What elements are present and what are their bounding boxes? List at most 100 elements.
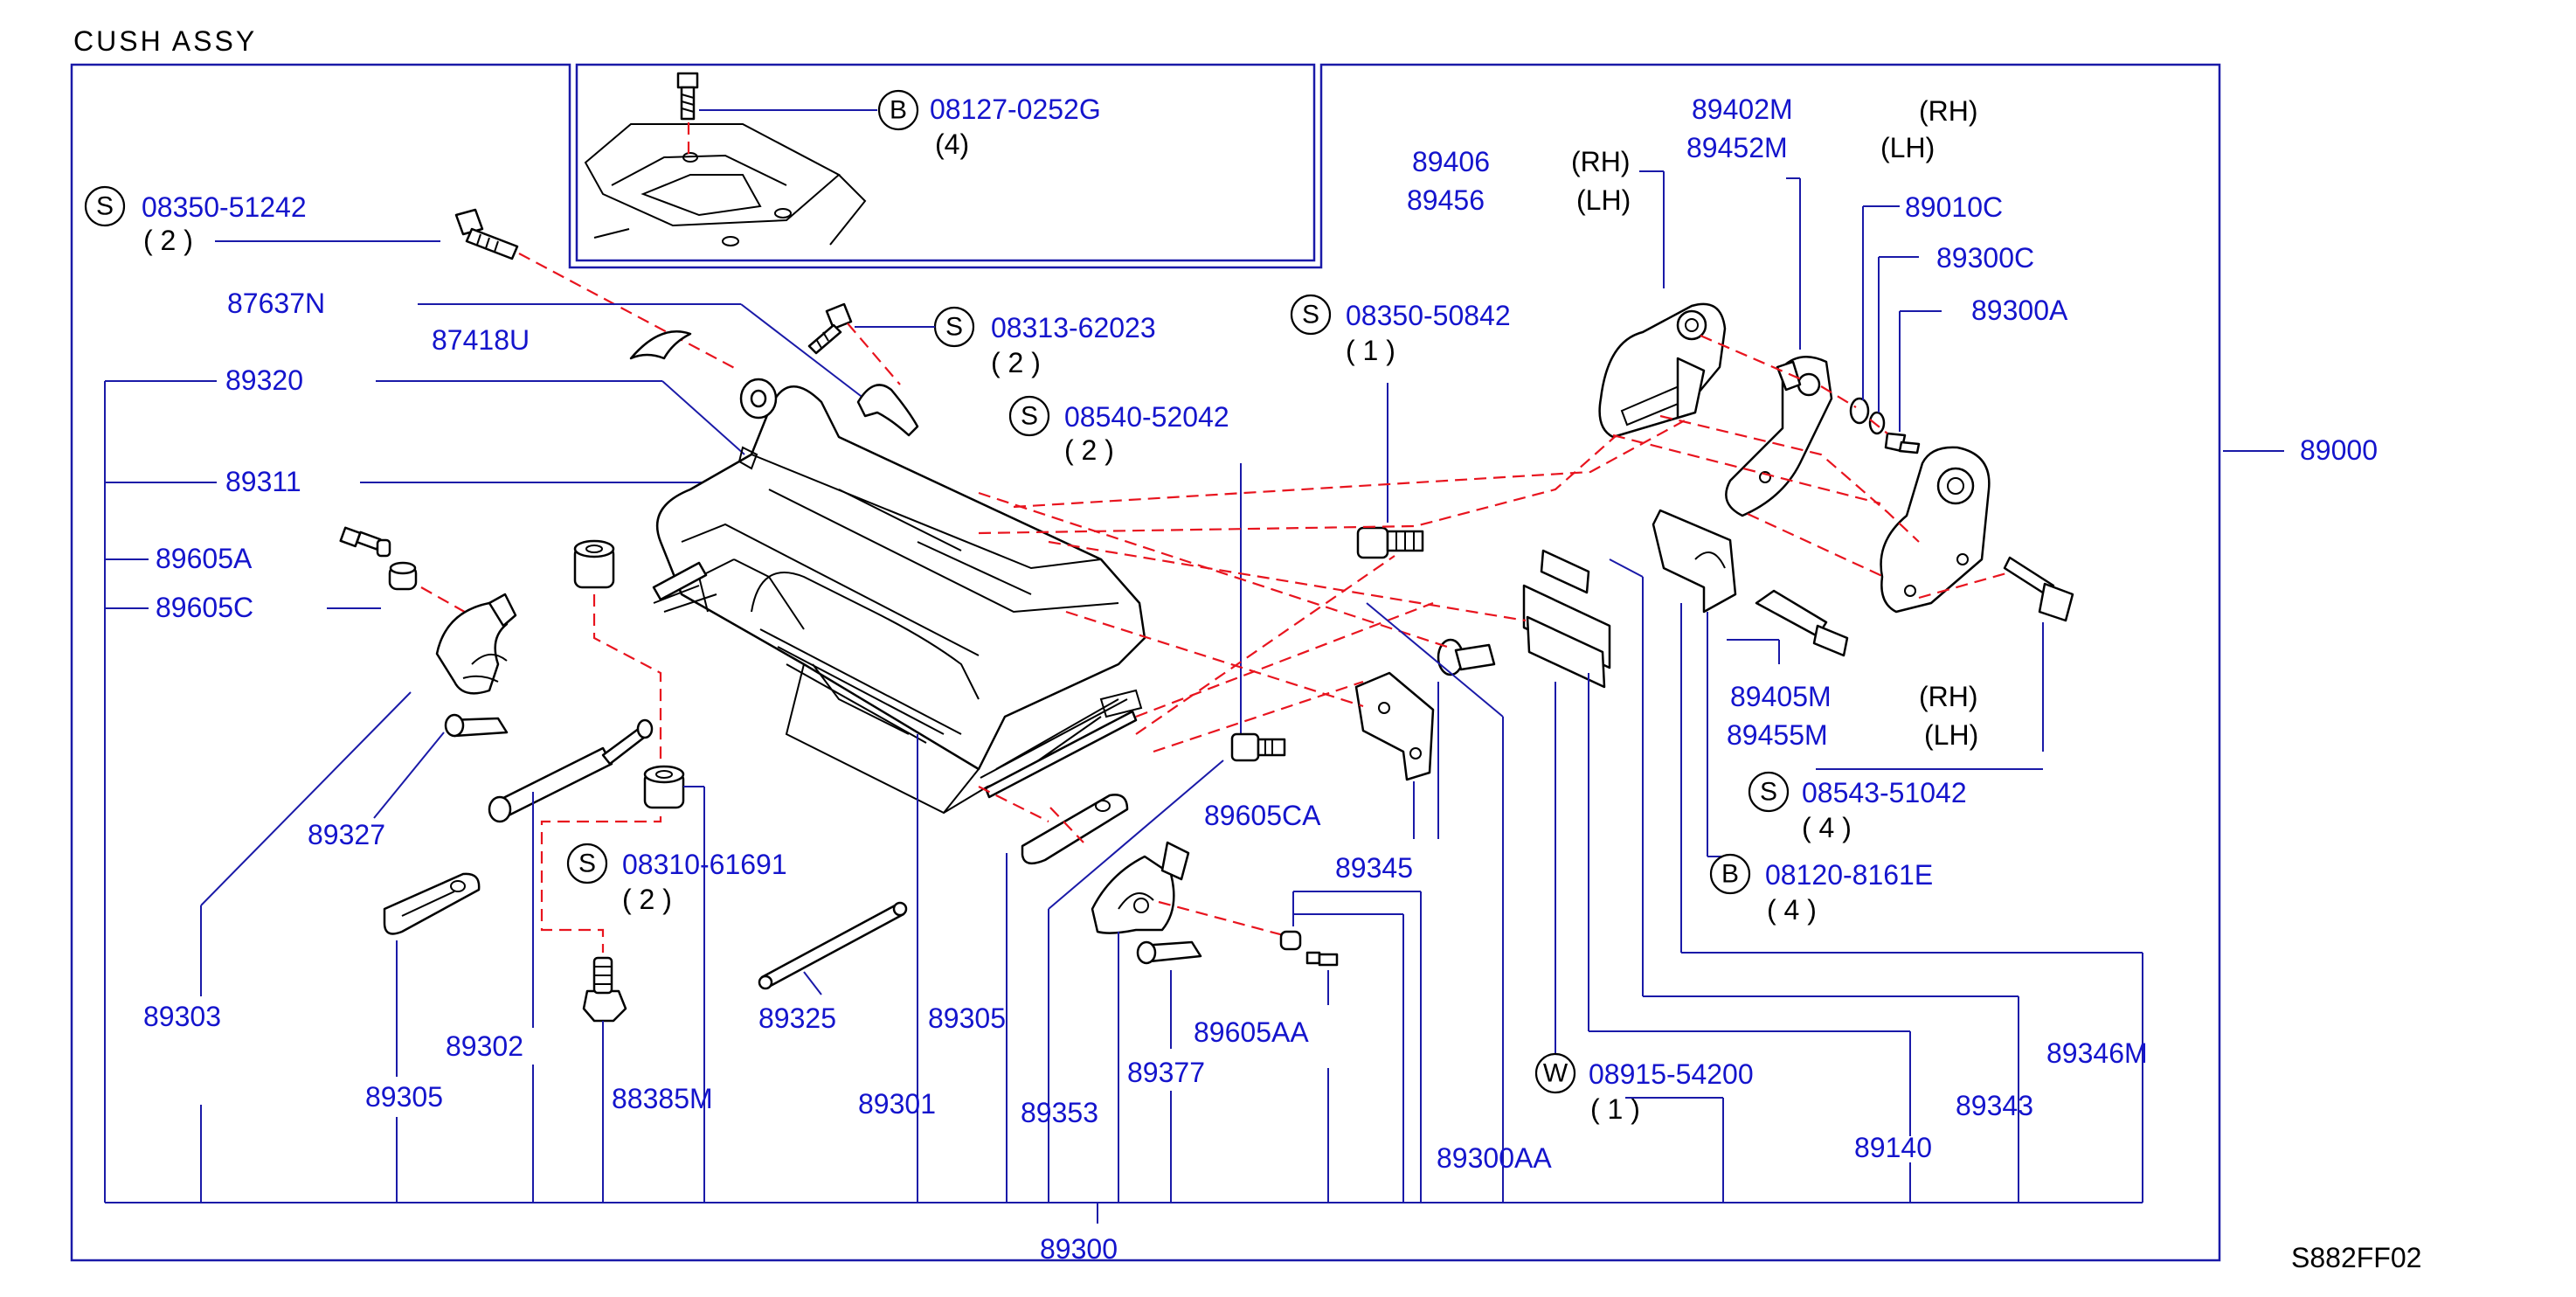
bracket-89402m <box>1725 356 1833 517</box>
pin-89605ca <box>1279 930 1302 951</box>
part-89325-label: 89325 <box>758 1002 836 1034</box>
part-89343-label: 89343 <box>1956 1090 2033 1121</box>
diagram-title: CUSH ASSY <box>73 25 257 57</box>
callout-part-number: 08350-51242 <box>142 191 307 223</box>
bar-89325 <box>758 901 908 990</box>
part-89452m-label: 89452M <box>1686 132 1788 163</box>
clip-87418u <box>629 330 692 360</box>
callout-symbol-text: S <box>1302 301 1319 329</box>
callout-part-number: 08350-50842 <box>1346 300 1511 331</box>
part-89301-label: 89301 <box>858 1088 936 1120</box>
inset-bracket-drawing <box>584 123 867 246</box>
part-89377-label: 89377 <box>1127 1057 1205 1088</box>
callout-symbol-b <box>1709 853 1751 895</box>
part-89406-label: 89406 <box>1412 146 1490 177</box>
bracket-89346m <box>1652 509 1737 614</box>
washer-89300c <box>1868 411 1886 435</box>
part-89300a-label: 89300A <box>1971 295 2068 326</box>
clip-87637n <box>856 384 919 437</box>
lever-89305-center <box>1021 794 1129 865</box>
part-89605c-label: 89605C <box>156 592 253 623</box>
seat-cushion-frame <box>653 378 1146 815</box>
part-89605a-label: 89605A <box>156 543 253 574</box>
callout-symbol-s <box>1290 294 1332 336</box>
callout-symbol-s <box>84 185 126 227</box>
part-89605ca-label: 89605CA <box>1204 800 1321 831</box>
callout-symbol-text: S <box>96 192 114 221</box>
plate-89000 <box>1880 446 1991 614</box>
callout-symbol-text: S <box>945 313 963 342</box>
callout-part-number: 08313-62023 <box>991 312 1156 343</box>
callout-part-number: 08915-54200 <box>1589 1058 1754 1090</box>
washer-08915-54200 <box>1437 638 1496 676</box>
bolt-89405m <box>1755 589 1849 657</box>
bolt-88385m <box>582 956 627 1023</box>
part-87637n-label: 87637N <box>227 288 325 319</box>
bracket-89406 <box>1598 302 1727 439</box>
pin-89605c <box>388 561 418 591</box>
callout-quantity: ( 2 ) <box>143 225 193 256</box>
pin-89605a <box>339 526 391 558</box>
callout-quantity: ( 4 ) <box>1767 894 1817 926</box>
side-rh-label: (RH) <box>1571 146 1631 177</box>
figure-code: S882FF02 <box>2291 1242 2421 1273</box>
side-rh-label: (RH) <box>1919 95 1978 127</box>
part-89455m-label: 89455M <box>1727 719 1828 751</box>
bolt-08540-52042 <box>1230 732 1286 762</box>
callout-quantity: ( 2 ) <box>622 884 672 915</box>
gas-spring-89302 <box>488 718 654 823</box>
callout-symbol-w <box>1534 1052 1576 1094</box>
callout-quantity: ( 4 ) <box>1802 812 1852 843</box>
callout-symbol-s <box>1748 771 1790 813</box>
part-89000-label: 89000 <box>2300 434 2378 466</box>
pin-89605aa <box>1305 951 1339 967</box>
part-89300c-label: 89300C <box>1936 242 2034 274</box>
inset-frame <box>575 63 1316 262</box>
callout-symbol-text: B <box>1721 860 1739 889</box>
part-89327-label: 89327 <box>308 819 385 850</box>
plate-89140 <box>1526 615 1606 689</box>
part-87418u-label: 87418U <box>432 324 530 356</box>
part-89345-label: 89345 <box>1335 852 1413 884</box>
pad-89377 <box>1136 940 1202 965</box>
callout-symbol-text: W <box>1543 1059 1568 1088</box>
callout-part-number: 08310-61691 <box>622 849 787 880</box>
callout-quantity: (4) <box>935 128 969 160</box>
part-89605aa-label: 89605AA <box>1194 1016 1309 1048</box>
part-89405m-label: 89405M <box>1730 681 1832 712</box>
part-89305-label: 89305 <box>365 1081 443 1113</box>
part-88385m-label: 88385M <box>612 1083 713 1114</box>
callout-symbol-text: S <box>1021 402 1038 431</box>
callout-symbol-b <box>877 89 919 131</box>
callout-symbol-s <box>566 843 608 884</box>
lever-89353 <box>1091 841 1190 934</box>
bracket-89345 <box>1354 671 1435 781</box>
lever-89305-left <box>383 872 481 935</box>
callout-part-number: 08127-0252G <box>930 94 1101 125</box>
side-lh-label: (LH) <box>1576 184 1631 216</box>
callout-symbol-text: B <box>890 96 907 125</box>
part-89402m-label: 89402M <box>1692 94 1793 125</box>
part-89140-label: 89140 <box>1854 1132 1932 1163</box>
callout-part-number: 08543-51042 <box>1802 777 1967 808</box>
callout-quantity: ( 2 ) <box>1064 434 1114 466</box>
part-89320-label: 89320 <box>225 364 303 396</box>
callout-symbol-text: S <box>1760 778 1777 807</box>
side-lh-label: (LH) <box>1880 132 1935 163</box>
part-89303-label: 89303 <box>143 1001 221 1032</box>
part-89300-label: 89300 <box>1040 1233 1118 1265</box>
inset-bolt <box>676 72 699 121</box>
latch-89327 <box>435 593 517 695</box>
callout-part-number: 08120-8161E <box>1765 859 1933 891</box>
part-89346m-label: 89346M <box>2046 1037 2148 1069</box>
bolt-08350-50842 <box>1356 526 1424 559</box>
bushing-08310-61691 <box>643 765 685 809</box>
washer-89010c <box>1849 397 1870 425</box>
callout-quantity: ( 1 ) <box>1346 335 1395 366</box>
part-89300aa-label: 89300AA <box>1437 1142 1552 1174</box>
callout-part-number: 08540-52042 <box>1064 401 1229 433</box>
callout-symbol-text: S <box>578 850 596 878</box>
part-89010c-label: 89010C <box>1905 191 2003 223</box>
bolt-89300a <box>1884 432 1921 454</box>
